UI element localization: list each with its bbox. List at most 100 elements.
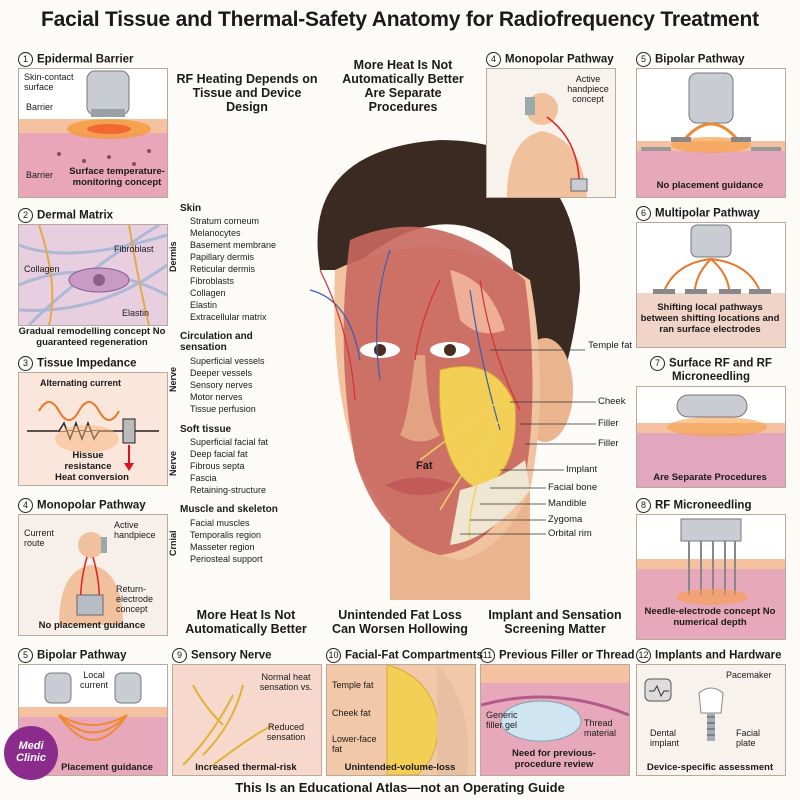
impedance-svg [27,401,159,471]
list-item: Extracellular matrix [190,312,267,322]
panel-caption: No placement guidance [656,180,764,191]
panel-caption: No placement guidance [38,620,146,631]
label-barrier-top: Barrier [26,102,54,112]
panel-caption: Are Separate Procedures [653,472,767,483]
list-title-soft-tissue: Soft tissue [180,424,232,435]
footer-disclaimer: This Is an Educational Atlas—not an Oper… [235,780,565,795]
panel-caption: Heat conversion [55,472,129,483]
list-item: Sensory nerves [190,380,253,390]
panel-caption: Placement guidance [61,762,153,773]
list-item: Motor nerves [190,392,243,402]
list-item: Deep facial fat [190,449,248,459]
microneedling-illustration [636,514,786,640]
multipolar-svg [637,224,785,347]
microneedling-svg [637,518,785,639]
list-item: Papillary dermis [190,252,255,262]
medi-clinic-logo: Medi Clinic [4,726,58,780]
list-item: Superficial vessels [190,356,265,366]
facial-fat-illustration [326,664,476,776]
face-label-fat: Fat [416,460,433,472]
implants-svg [637,665,785,775]
label-collagen: Collagen [24,264,60,274]
monopolar-right-svg [487,69,615,197]
impedance-illustration [18,372,168,486]
list-item: Superficial facial fat [190,437,269,447]
panel-caption: Need for previous-procedure review [512,748,596,770]
list-item: Fibroblasts [190,276,235,286]
list-title-circulation: Circulation and sensation [180,331,253,353]
list-item: Temporalis region [190,530,262,540]
header-implant-sensation: Implant and Sensation Screening Matter [488,608,622,636]
panel-caption: Needle-electrode concept No numerical de… [644,606,776,628]
list-item: Retaining-structure [190,485,267,495]
epidermal-barrier-illustration [18,68,168,198]
label-temple-fat: Temple fat [332,680,374,690]
side-label-nerve-1: Nerve [168,366,178,392]
epidermal-svg [19,70,167,197]
bipolar-bottom-svg [19,672,167,775]
label-generic-filler: Generic filler gel [486,710,518,730]
header-more-heat-bottom: More Heat Is Not Automatically Better [185,608,307,636]
facial-fat-svg [327,665,475,775]
list-item: Stratum corneum [190,216,260,226]
label-normal-heat: Normal heat sensation vs. [259,672,313,692]
face-label-orbital-rim: Orbital rim [548,528,592,539]
multipolar-illustration [636,222,786,348]
label-barrier-bottom: Barrier [26,170,54,180]
label-thread-material: Thread material [584,718,617,738]
label-current-route: Current route [24,528,55,548]
surface-rf-illustration [636,386,786,488]
face-label-zygoma: Zygoma [548,514,583,525]
page-title: Facial Tissue and Thermal-Safety Anatomy… [41,8,759,31]
list-item: Melanocytes [190,228,241,238]
face-label-cheek: Cheek [598,396,626,407]
panel-caption: Shifting local pathways between shifting… [640,302,780,335]
panel-caption: Surface temperature-monitoring concept [69,166,165,188]
face-label-mandible: Mandible [548,498,587,509]
face-callout-lines [460,349,596,535]
bipolar-right-illustration [636,68,786,198]
label-tissue-resistance: Hissue resistance [64,450,112,472]
monopolar-right-illustration [486,68,616,198]
face-label-facial-bone: Facial bone [548,482,598,493]
panel-caption: Device-specific assessment [646,762,774,773]
label-elastin: Elastin [122,308,150,318]
label-return-electrode: Return-electrode concept [116,584,154,614]
header-rf-heating: RF Heating Depends on Tissue and Device … [176,72,318,114]
list-item: Reticular dermis [190,264,256,274]
list-item: Periosteal support [190,554,263,564]
sensory-nerve-svg [182,684,274,766]
face-anatomy-illustration [309,140,580,600]
list-item: Tissue perfusion [190,404,256,414]
implants-illustration [636,664,786,776]
label-active-handpiece: Active handpiece [114,520,156,540]
panel-caption: Increased thermal-risk [195,762,297,773]
face-label-implant: Implant [566,464,598,475]
face-label-temple-fat: Temple fat [588,340,632,351]
